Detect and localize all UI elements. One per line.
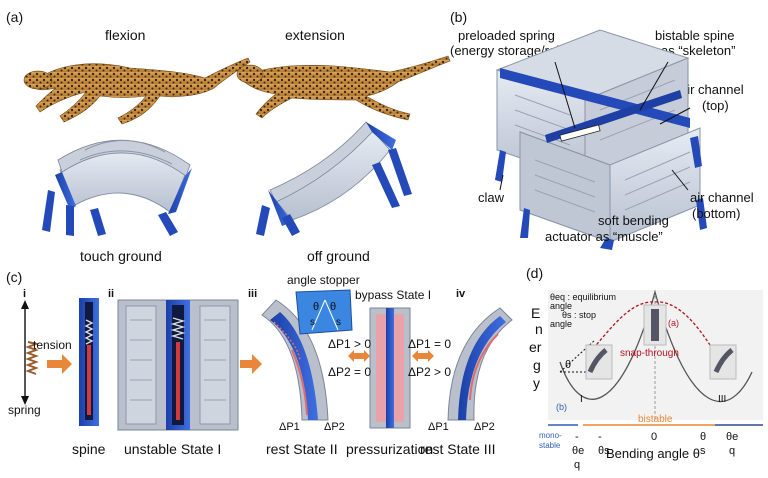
energy-letter-1: E <box>531 305 540 321</box>
dp2-zero-label: ΔP2 = 0 <box>328 365 371 379</box>
spring-label: spring <box>8 403 41 417</box>
tick-theq: θe <box>726 431 738 443</box>
unstable-state-label: unstable State I <box>124 441 221 457</box>
rest3-dp2-label: ΔP2 <box>474 421 495 433</box>
rest2-dp2-label: ΔP2 <box>324 421 345 433</box>
tick-neg-theq-sub: q <box>574 459 580 471</box>
dp2-positive-label: ΔP2 > 0 <box>408 365 451 379</box>
panel-b: (b) preloaded spring (energy storage/rel… <box>450 9 754 250</box>
spine-label-line2: as “skeleton” <box>661 43 735 58</box>
energy-letter-4: g <box>533 357 541 373</box>
unstable-state-model <box>117 299 239 431</box>
air-bottom-label-line1: air channel <box>690 190 754 205</box>
air-top-label-line2: (top) <box>702 98 729 113</box>
energy-letter-5: y <box>533 375 540 391</box>
spine-model <box>79 298 99 426</box>
spring-label-line1: preloaded spring <box>458 28 555 43</box>
step-i-label: i <box>23 288 26 300</box>
panel-a: (a) flexion extension touch ground <box>6 9 451 264</box>
panel-b-tag: (b) <box>450 9 467 25</box>
legend-equilibrium: θeq : equilibrium <box>550 292 616 302</box>
spine-label: spine <box>72 441 106 457</box>
step-ii-label: ii <box>108 288 114 300</box>
tick-neg-theq-sign: - <box>575 431 579 443</box>
panel-d: (d) θeq : equilibrium angle θs : stop an… <box>526 265 763 471</box>
legend-stop: θs : stop <box>562 310 596 320</box>
panel-a-tag: (a) <box>6 9 23 25</box>
claw-label: claw <box>478 190 505 205</box>
off-ground-label: off ground <box>307 248 370 264</box>
angle-stopper-inset <box>295 289 353 335</box>
spine-label-line1: bistable spine <box>655 28 735 43</box>
monostable-label-1: mono- <box>539 431 562 440</box>
stopper-theta-right: θ <box>330 301 336 313</box>
panel-c-tag: (c) <box>6 269 22 285</box>
muscle-label-line2: actuator as “muscle” <box>545 229 663 244</box>
tick-theq-sub: q <box>729 445 735 457</box>
tick-ths-sub: s <box>700 445 706 457</box>
air-bottom-label-line2: (bottom) <box>692 206 740 221</box>
flexion-label: flexion <box>105 27 145 43</box>
spring-coil <box>25 341 40 375</box>
energy-curve-b <box>559 289 753 403</box>
arrow-right-icon <box>240 354 262 374</box>
inset-left-image <box>585 344 613 380</box>
robot-flexion-model <box>42 139 192 236</box>
cheetah-extension-image <box>236 55 451 121</box>
curve-b-label: (b) <box>556 402 567 412</box>
tick-ths: θ <box>700 431 706 443</box>
dp1-zero-label: ΔP1 = 0 <box>408 337 451 351</box>
cheetah-flexion-image <box>23 57 251 125</box>
extension-label: extension <box>285 27 345 43</box>
step-iv-label: iv <box>456 288 466 300</box>
stopper-s-left: s <box>310 317 315 328</box>
rest2-dp1-label: ΔP1 <box>279 421 300 433</box>
energy-letter-3: er <box>529 339 542 355</box>
muscle-label-line1: soft bending <box>598 213 669 228</box>
bypass-state-label: bypass State I <box>355 288 431 302</box>
x-axis-label: Bending angle θ <box>606 446 700 461</box>
panel-d-tag: (d) <box>526 265 543 281</box>
panel-c: (c) i ii iii iv tension spring spine <box>6 269 513 457</box>
state-iii-label: III <box>718 394 726 405</box>
bistable-label: bistable <box>638 414 673 425</box>
stopper-s-right: s <box>336 317 341 328</box>
pressurization-model <box>369 307 411 429</box>
theta-angle-label: θ <box>565 359 571 371</box>
curve-a-label: (a) <box>668 318 679 328</box>
rest3-dp1-label: ΔP1 <box>428 421 449 433</box>
rest-state-2-model <box>261 299 329 421</box>
energy-letter-2: n <box>535 321 543 337</box>
legend-stop-angle: angle <box>550 319 572 329</box>
tick-neg-ths: θs <box>598 445 610 457</box>
arrow-right-icon <box>47 354 72 374</box>
angle-stopper-label: angle stopper <box>287 273 360 287</box>
double-arrow-icon <box>412 350 434 362</box>
dp1-positive-label: ΔP1 > 0 <box>328 337 371 351</box>
rest-state-3-model <box>447 307 513 421</box>
air-top-label-line1: air channel <box>680 82 744 97</box>
tick-neg-theq: θe <box>572 445 584 457</box>
pressurization-label: pressurization <box>346 441 433 457</box>
legend-equilibrium-angle: angle <box>550 301 572 311</box>
robot-isometric-model <box>495 29 707 250</box>
rest-state-2-label: rest State II <box>266 441 338 457</box>
energy-curve-a <box>589 301 713 353</box>
robot-extension-model <box>256 121 412 236</box>
monostable-label-2: stable <box>539 441 561 450</box>
step-iii-label: iii <box>248 288 257 300</box>
tick-neg-ths-sign: - <box>598 431 602 443</box>
state-i-label: I <box>580 394 583 405</box>
snap-through-label: snap-through <box>620 348 679 359</box>
touch-ground-label: touch ground <box>80 248 162 264</box>
tension-label: tension <box>33 338 72 352</box>
double-arrow-icon <box>348 350 370 362</box>
rest-state-3-label: rest State III <box>420 441 495 457</box>
stopper-theta-left: θ <box>313 301 319 313</box>
tick-zero: 0 <box>651 431 657 443</box>
